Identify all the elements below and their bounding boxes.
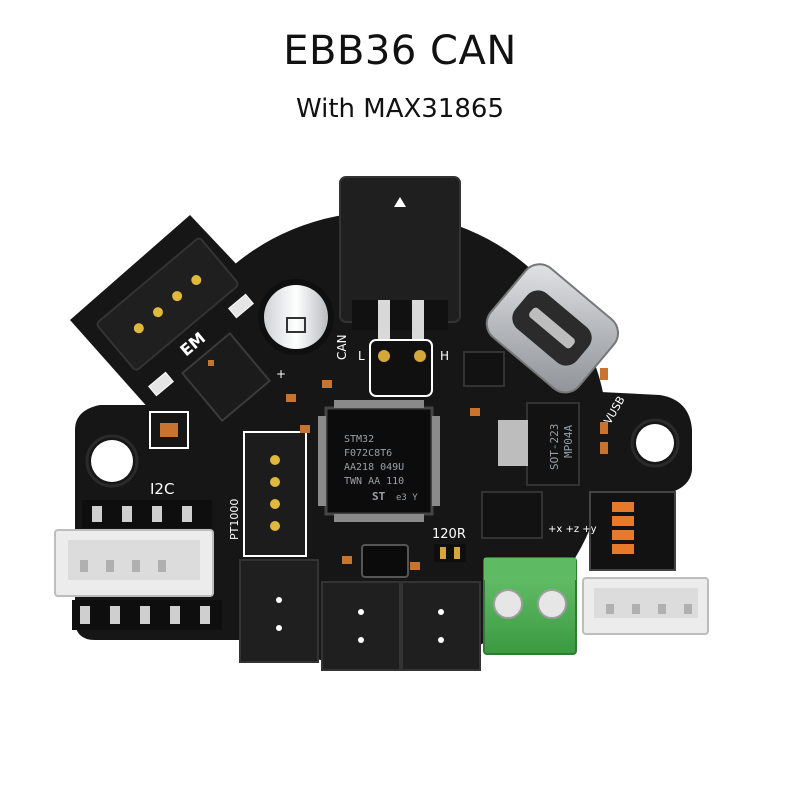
power-connector-top <box>339 176 461 340</box>
smd-part <box>300 425 310 433</box>
mcu-logo: ST <box>372 490 386 503</box>
mosfet <box>463 351 505 387</box>
right-jst-connector <box>582 577 709 635</box>
screw-terminal <box>483 557 577 655</box>
endstop-connector <box>96 237 239 371</box>
page-subtitle: With MAX31865 <box>295 94 505 124</box>
smd-part <box>322 380 332 388</box>
smd-part <box>342 556 352 564</box>
regulator-line-2: MP04A <box>562 425 575 458</box>
i2c-header <box>82 500 212 528</box>
lower-pin-header <box>72 600 222 630</box>
max31865-chip <box>180 331 272 423</box>
accelerometer-chip <box>481 491 543 539</box>
smd-outline <box>149 411 189 449</box>
mcu-chip: STM32 F072C8T6 AA218 049U TWN AA 110 ST … <box>318 400 440 522</box>
label-i2c: I2C <box>150 480 174 498</box>
can-lh-jumper: L H CAN <box>335 334 449 397</box>
label-l: L <box>358 349 365 363</box>
usb-c-port <box>485 263 619 394</box>
bottom-connector-3 <box>401 581 481 671</box>
page-title: EBB36 CAN <box>283 28 517 74</box>
mcu-line-1: STM32 <box>344 434 374 445</box>
smd-part <box>600 368 608 380</box>
label-can: CAN <box>335 334 349 360</box>
bottom-connector-1 <box>239 559 319 663</box>
label-h: H <box>440 349 449 363</box>
mounting-hole-left <box>91 440 133 482</box>
bottom-connector-2 <box>321 581 401 671</box>
label-plus: + <box>276 367 286 381</box>
dip-switch <box>589 491 676 571</box>
mcu-line-4: TWN AA 110 <box>344 476 404 487</box>
smd-part <box>410 562 420 570</box>
mcu-line-3: AA218 049U <box>344 462 404 473</box>
smd-part <box>600 442 608 454</box>
smd-part <box>600 422 608 434</box>
left-jst-connector <box>54 529 214 597</box>
smd-part <box>286 394 296 402</box>
regulator-line-1: SOT-223 <box>548 424 561 470</box>
mcu-mark: e3 Y <box>396 493 418 503</box>
mcu-line-2: F072C8T6 <box>344 448 392 459</box>
capacitor: + <box>258 279 334 381</box>
crystal <box>361 544 409 578</box>
mounting-hole-right <box>636 424 674 462</box>
label-120r: 120R <box>432 527 466 542</box>
thermistor-connector <box>243 431 307 557</box>
smd-part <box>228 293 254 319</box>
smd-part <box>160 423 178 437</box>
voltage-regulator: SOT-223 MP04A <box>498 402 580 486</box>
label-axes: +x +z +y <box>548 524 597 535</box>
smd-part <box>148 371 174 397</box>
smd-part <box>470 408 480 416</box>
120r-jumper <box>434 544 466 562</box>
label-pt1000: PT1000 <box>228 499 241 540</box>
